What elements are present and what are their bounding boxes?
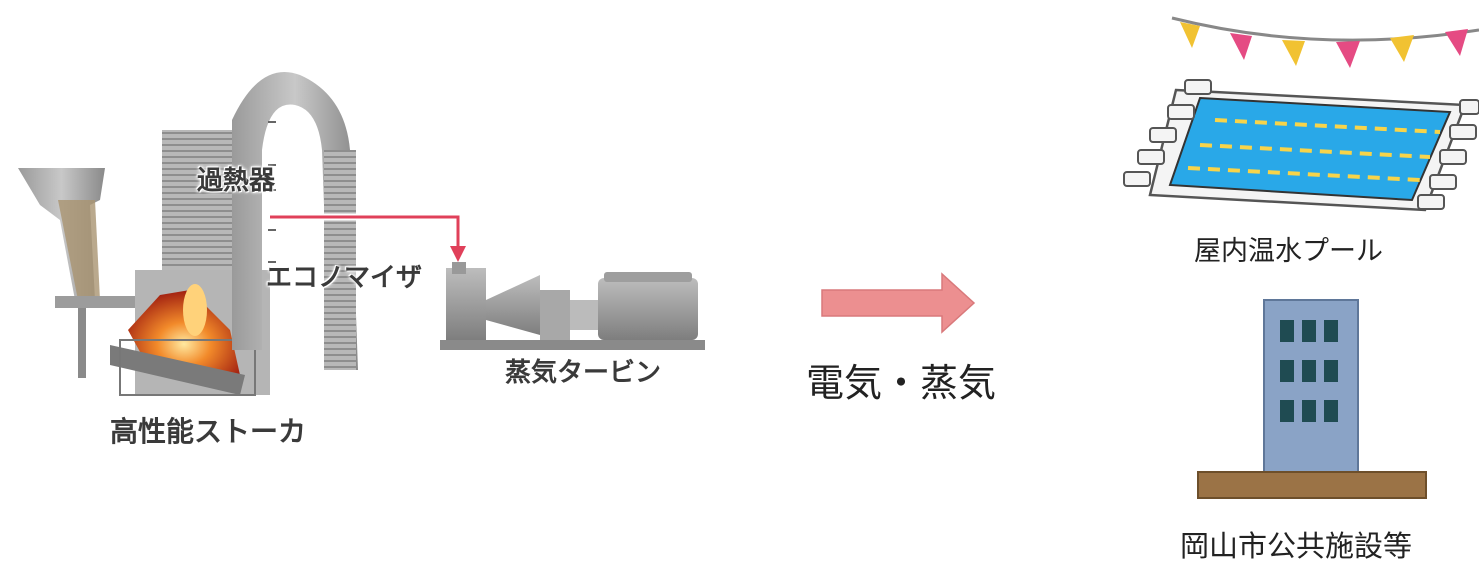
- pool-label: 屋内温水プール: [1194, 236, 1383, 267]
- waste-chute: [58, 200, 100, 300]
- facilities-label: 岡山市公共施設等: [1180, 529, 1413, 563]
- flue-duct: [232, 72, 358, 370]
- steam-arrowhead: [450, 246, 466, 262]
- stoker-grate: [110, 345, 245, 395]
- feeder-platform: [55, 296, 140, 308]
- building-illustration: [1197, 299, 1427, 499]
- economizer-tubes: [324, 150, 356, 370]
- turbine-label: 蒸気タービン: [505, 358, 662, 388]
- steam-turbine: [440, 262, 705, 350]
- flow-arrow: [821, 272, 976, 334]
- superheater-label: 過熱器: [197, 166, 276, 196]
- output-label: 電気・蒸気: [806, 361, 997, 405]
- ground: [1197, 471, 1427, 499]
- bunting-decoration: [1171, 16, 1479, 68]
- pool-illustration: [1123, 79, 1479, 212]
- steam-line: [270, 213, 466, 262]
- economizer-label: エコノマイザ: [266, 263, 423, 293]
- incinerator: [18, 72, 358, 396]
- stoker-label: 高性能ストーカ: [110, 415, 307, 448]
